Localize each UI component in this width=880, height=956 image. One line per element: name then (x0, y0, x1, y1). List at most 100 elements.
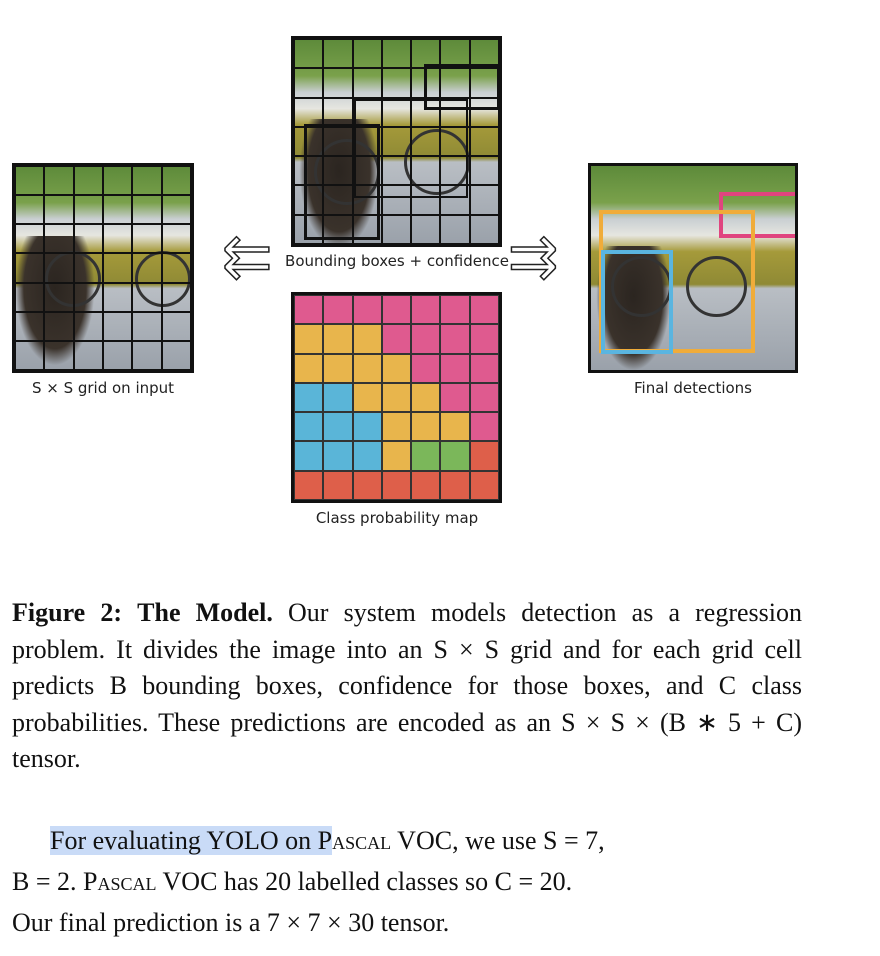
bounding-boxes-image (291, 36, 502, 247)
class-cell (469, 353, 499, 383)
grid-cell (132, 311, 162, 341)
grid-cell (15, 195, 45, 225)
class-cell (323, 295, 353, 325)
grid-cell (15, 253, 45, 283)
grid-cell (411, 214, 441, 244)
grid-cell (73, 195, 103, 225)
grid-cell (381, 214, 412, 244)
grid-cell (440, 185, 470, 215)
split-arrow-icon: ⇇ (221, 221, 273, 293)
grid-cell (15, 311, 45, 341)
grid-cell (103, 282, 133, 312)
class-cell (294, 441, 324, 471)
class-cell (294, 382, 324, 413)
grid-cell (352, 156, 382, 186)
grid-cell (381, 126, 412, 157)
class-cell (440, 441, 470, 471)
grid-cell (411, 126, 441, 157)
grid-cell (15, 224, 45, 254)
class-cell (381, 382, 412, 413)
grid-cell (161, 340, 191, 370)
class-cell (323, 441, 353, 471)
grid-cell (440, 156, 470, 186)
class-cell (352, 382, 382, 413)
grid-cell (44, 340, 74, 370)
grid-cell (469, 185, 499, 215)
class-cell (352, 324, 382, 354)
grid-cell (73, 311, 103, 341)
grid-cell (294, 185, 324, 215)
pascal-text: ascal (332, 826, 392, 855)
class-cell (440, 382, 470, 413)
pascal-text: ascal (97, 867, 157, 896)
grid-cell (323, 39, 353, 69)
class-cell (440, 324, 470, 354)
grid-cell (44, 166, 74, 196)
grid-cell (44, 195, 74, 225)
grid-cell (469, 214, 499, 244)
grid-cell (440, 97, 470, 127)
class-cell (411, 412, 441, 442)
class-cell (352, 470, 382, 500)
class-cell (411, 470, 441, 500)
car-detection-box (719, 192, 795, 238)
grid-cell (132, 195, 162, 225)
class-cell (411, 295, 441, 325)
grid-cell (132, 166, 162, 196)
grid-cell (132, 224, 162, 254)
input-image (12, 163, 194, 373)
grid-cell (73, 253, 103, 283)
grid-cell (15, 282, 45, 312)
grid-cell (294, 97, 324, 127)
grid-cell (15, 166, 45, 196)
grid-cell (469, 39, 499, 69)
class-cell (469, 412, 499, 442)
grid-cell (294, 214, 324, 244)
grid-cell (161, 253, 191, 283)
grid-cell (103, 311, 133, 341)
class-cell (294, 324, 324, 354)
text-selection[interactable]: For evaluating YOLO on P (50, 826, 333, 855)
class-cell (440, 295, 470, 325)
grid-cell (132, 282, 162, 312)
grid-cell (323, 97, 353, 127)
class-cell (294, 470, 324, 500)
paragraph-text: VOC, we use S = 7, (391, 826, 605, 855)
class-cell (381, 324, 412, 354)
grid-cell (44, 253, 74, 283)
grid-cell (323, 185, 353, 215)
class-cell (381, 412, 412, 442)
grid-cell (411, 185, 441, 215)
paragraph-text: B = 2. P (12, 867, 98, 896)
paragraph-text: VOC has 20 labelled classes so C = 20. (156, 867, 573, 896)
class-map-label: Class probability map (315, 509, 479, 527)
paragraph-text: Our final prediction is a 7 × 7 × 30 ten… (12, 908, 450, 937)
body-paragraph: For evaluating YOLO on Pascal VOC, we us… (12, 820, 802, 943)
class-cell (323, 470, 353, 500)
grid-cell (323, 68, 353, 98)
class-cell (440, 470, 470, 500)
class-cell (469, 441, 499, 471)
class-cell (411, 353, 441, 383)
grid-cell (469, 126, 499, 157)
grid-cell (132, 253, 162, 283)
grid-cell (469, 97, 499, 127)
class-cell (352, 353, 382, 383)
grid-cell (161, 224, 191, 254)
grid-cell (440, 126, 470, 157)
caption-title: The Model. (137, 598, 273, 627)
class-cell (469, 324, 499, 354)
grid-cell (161, 311, 191, 341)
grid-cell (323, 126, 353, 157)
grid-cell (103, 253, 133, 283)
class-cell (323, 324, 353, 354)
class-cell (323, 353, 353, 383)
caption-body: Our system models detection as a regress… (12, 598, 803, 773)
grid-cell (103, 166, 133, 196)
class-cell (352, 295, 382, 325)
grid-cell (73, 282, 103, 312)
grid-cell (103, 340, 133, 370)
grid-cell (381, 39, 412, 69)
grid-cell (440, 68, 470, 98)
class-cell (352, 412, 382, 442)
